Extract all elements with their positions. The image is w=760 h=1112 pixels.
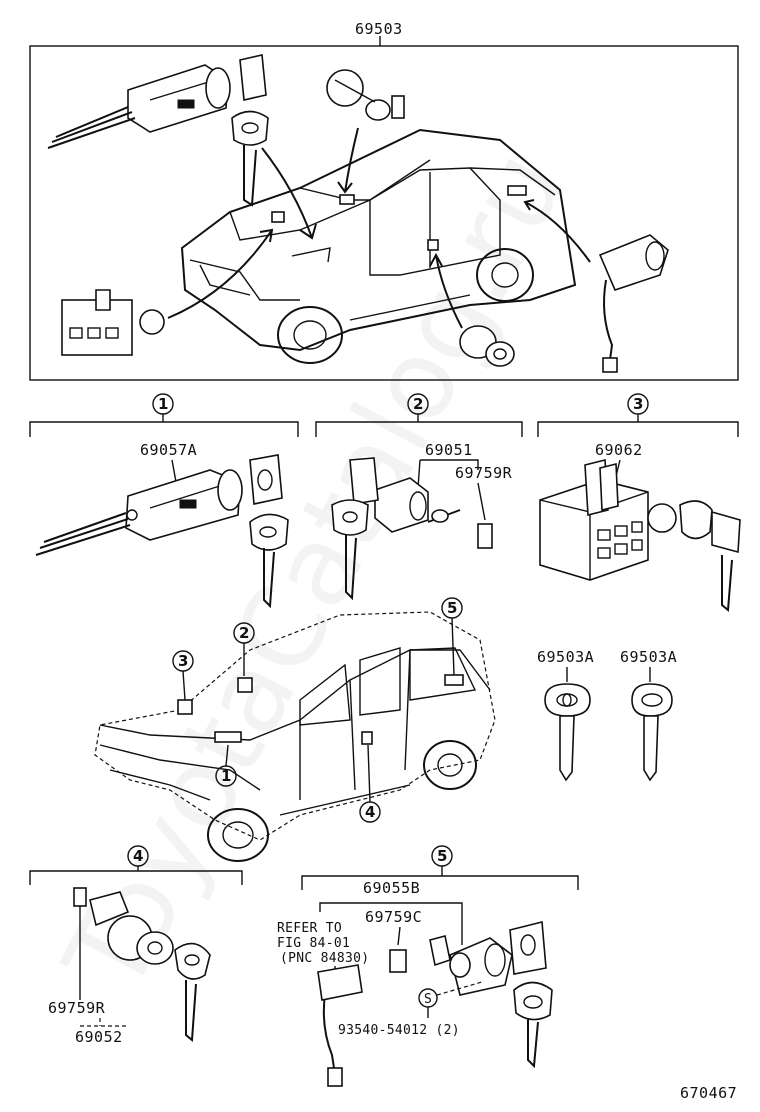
vehicle-callout-2: 2: [239, 624, 249, 642]
overview-hood-lock: [61, 289, 165, 356]
section-4-part-label-a: 69759R: [48, 999, 106, 1017]
refer-line-1: REFER TO: [277, 921, 342, 936]
section-4: 4 69759R 69052: [29, 845, 243, 1046]
overview-glovebox-cylinder: [326, 69, 405, 121]
vehicle-callout-4: 4: [365, 803, 375, 821]
ignition-lock-cylinder: [35, 454, 289, 609]
section-1-number: 1: [158, 395, 168, 413]
vehicle-callout-1: 1: [221, 767, 231, 785]
overview-door-cylinder: [459, 325, 515, 367]
screw-symbol: S: [424, 992, 432, 1007]
section-2-number: 2: [413, 395, 423, 413]
section-3-part-label: 69062: [595, 441, 643, 459]
illustration-number: 670467: [680, 1084, 737, 1102]
door-lock-cylinder: [73, 887, 211, 1043]
section-1-part-label: 69057A: [140, 441, 197, 459]
overview-ignition-cylinder: [47, 54, 269, 207]
watermark: ToyotaCatalog.ru: [39, 130, 590, 1013]
section-1: 1 69057A: [29, 393, 299, 609]
arrow-door: [429, 252, 463, 329]
arrow-glovebox: [337, 127, 359, 194]
section-3: 3 69062: [537, 393, 741, 613]
section-5-part-label-b: 69759C: [365, 908, 422, 926]
key-b: 69503A: [620, 648, 677, 782]
arrow-ignition: [261, 147, 317, 240]
key-a-label: 69503A: [537, 648, 594, 666]
arrow-hood: [167, 228, 274, 319]
glovebox-lock-cylinder: [331, 457, 493, 601]
section-2-part-label-b: 69759R: [455, 464, 513, 482]
vehicle-callout-5: 5: [447, 599, 457, 617]
screw-part-label: 93540-54012 (2): [338, 1023, 460, 1038]
section-4-part-label-b: 69052: [75, 1028, 123, 1046]
hood-lock-assembly: [539, 458, 741, 613]
refer-line-2: FIG 84-01: [277, 936, 350, 951]
section-5-number: 5: [437, 847, 447, 865]
section-3-number: 3: [633, 395, 643, 413]
section-2-part-label-a: 69051: [425, 441, 473, 459]
section-5-part-label-a: 69055B: [363, 879, 420, 897]
backdoor-lock-cylinder: [317, 920, 553, 1087]
middle-vehicle: 1 2 3 4 5: [94, 597, 496, 862]
overview-part-label: 69503: [355, 20, 403, 38]
key-b-label: 69503A: [620, 648, 677, 666]
overview-box: 69503: [29, 20, 739, 381]
refer-line-3: (PNC 84830): [280, 951, 369, 966]
overview-backdoor-cylinder: [598, 234, 669, 373]
section-2: 2 69051 69759R: [315, 393, 523, 601]
arrow-backdoor: [523, 199, 591, 263]
section-5: 5 69055B 69759C REFER TO FIG 84-01 (PNC …: [277, 845, 579, 1087]
key-a: 69503A: [537, 648, 594, 782]
section-4-number: 4: [133, 847, 143, 865]
vehicle-callout-3: 3: [178, 652, 188, 670]
